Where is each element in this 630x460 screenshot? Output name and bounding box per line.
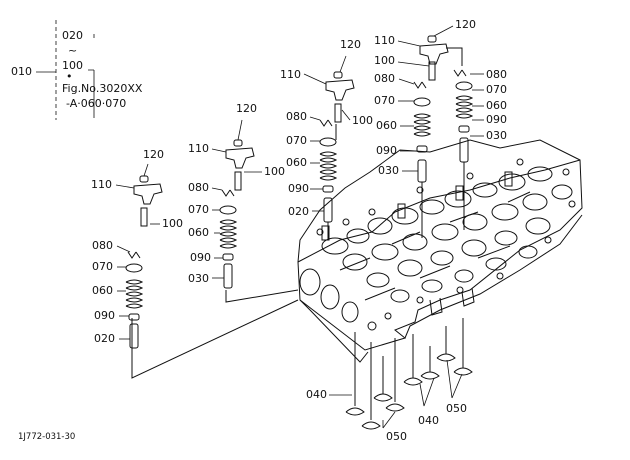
part-callout-070: 070 [486,83,507,96]
part-callout-080: 080 [188,181,209,194]
part-callout-090: 090 [190,251,211,264]
part-callout-120: 120 [143,148,164,161]
part-callout-030: 030 [188,272,209,285]
leader-lines [36,20,484,429]
legend-to: 100 [62,59,83,72]
part-callout-100: 100 [352,114,373,127]
legend-fig-suffix: -A·060·070 [66,97,127,110]
part-callout-110: 110 [280,68,301,81]
legend-range-symbol: ~ [68,44,78,57]
part-callout-090: 090 [376,144,397,157]
part-callout-040: 040 [418,414,439,427]
part-callout-100: 100 [374,54,395,67]
part-callout-020: 020 [288,205,309,218]
valve-assembly-5 [446,47,474,230]
valves [345,318,473,430]
legend-fig-ref: Fig.No.3020XX [62,82,143,95]
part-callout-090: 090 [288,182,309,195]
part-callout-090: 090 [94,309,115,322]
part-callout-060: 060 [376,119,397,132]
part-callout-100: 100 [162,217,183,230]
part-callout-070: 070 [92,260,113,273]
part-callout-050: 050 [446,402,467,415]
part-callout-040: 040 [306,388,327,401]
figure-code: 1J772-031-30 [18,432,76,442]
valve-assembly-1 [125,175,163,349]
callout-labels: 1201101000800700600900201201101000800700… [91,18,507,443]
part-callout-030: 030 [378,164,399,177]
part-callout-070: 070 [374,94,395,107]
part-callout-030: 030 [486,129,507,142]
part-callout-080: 080 [486,68,507,81]
part-callout-050: 050 [386,430,407,443]
part-callout-020: 020 [94,332,115,345]
part-callout-080: 080 [92,239,113,252]
part-callout-060: 060 [92,284,113,297]
valve-assembly-4 [413,35,449,238]
part-callout-060: 060 [486,99,507,112]
part-callout-120: 120 [236,102,257,115]
part-callout-060: 060 [286,156,307,169]
assembly-reference-legend: 020 ~ 100 • Fig.No.3020XX -A·060·070 [62,28,142,111]
legend-group-number: 010 [11,65,32,78]
part-callout-080: 080 [286,110,307,123]
valve-assembly-3 [319,71,355,240]
part-callout-090: 090 [486,113,507,126]
valve-assembly-2 [219,139,255,289]
part-callout-120: 120 [455,18,476,31]
part-callout-080: 080 [374,72,395,85]
part-callout-070: 070 [286,134,307,147]
cylinder-head [297,139,583,363]
part-callout-110: 110 [188,142,209,155]
part-callout-070: 070 [188,203,209,216]
legend-from: 020 [62,29,83,42]
part-callout-060: 060 [188,226,209,239]
part-callout-120: 120 [340,38,361,51]
part-callout-100: 100 [264,165,285,178]
legend-dot: • [66,70,73,83]
part-callout-110: 110 [91,178,112,191]
part-callout-110: 110 [374,34,395,47]
